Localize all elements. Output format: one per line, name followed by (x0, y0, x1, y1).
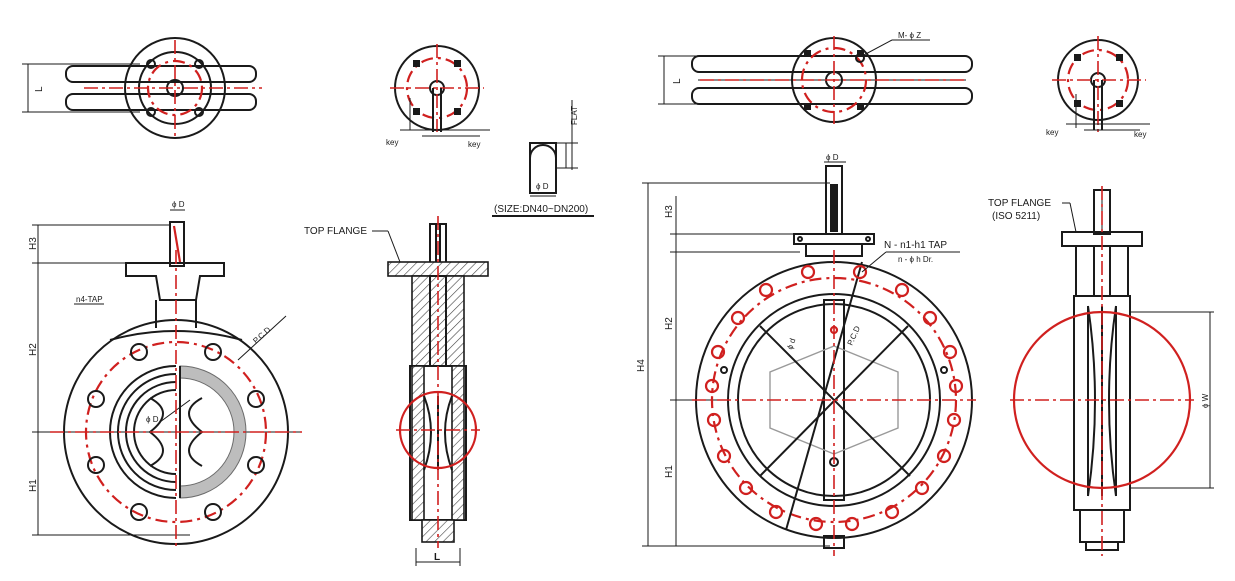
pcd-label-a: P.C.D (251, 325, 272, 345)
top-flange-label-right-2: (ISO 5211) (992, 211, 1040, 222)
key-label-3: key (1046, 128, 1058, 137)
tap-label-small: n4-TAP (76, 295, 103, 304)
phi-w-label: ϕ W (1201, 393, 1210, 408)
dim-H4-b: H4 (636, 359, 647, 372)
dim-H2-a: H2 (28, 343, 39, 356)
dim-L-3: L (672, 78, 683, 84)
side-view-middle: TOP FLANGE L (304, 216, 489, 566)
dia-label-a: ϕ D (172, 200, 185, 209)
key-label-1: key (386, 138, 398, 147)
dim-H2-b: H2 (664, 317, 675, 330)
shaft-key-view-left: key key (386, 44, 490, 149)
shaft-key-view-right: key key (1046, 36, 1150, 139)
m-phi-z-label: M- ϕ Z (898, 31, 921, 40)
dia-label-b: ϕ D (826, 153, 839, 162)
flat-detail: FLAT ϕ D (SIZE:DN40~DN200) (492, 100, 594, 217)
dia-inner-label-b: ϕ d (785, 337, 797, 350)
tap-callout-1: N - n1-h1 TAP (884, 240, 947, 251)
tap-callout-2: n - ϕ h Dr. (898, 255, 933, 264)
top-flange-label-mid: TOP FLANGE (304, 226, 367, 237)
top-flange-label-right-1: TOP FLANGE (988, 198, 1051, 209)
top-view-left: L (22, 37, 262, 139)
key-label-4: key (1134, 130, 1146, 139)
dim-L-1: L (34, 86, 45, 92)
flat-label: FLAT (570, 106, 579, 125)
tapped-holes (704, 264, 964, 532)
dim-H1-b: H1 (664, 465, 675, 478)
pcd-label-b: P.C.D (846, 324, 863, 346)
dim-H3-b: H3 (664, 205, 675, 218)
dim-L-2: L (434, 552, 440, 563)
dim-H1-a: H1 (28, 479, 39, 492)
front-view-right: H3 H2 H1 H4 ϕ D ϕ d P.C.D (636, 153, 976, 556)
dia-inner-label-a: ϕ D (146, 415, 159, 424)
size-range-label: (SIZE:DN40~DN200) (494, 204, 588, 215)
key-label-2: key (468, 140, 480, 149)
front-view-left: H3 H2 H1 n4-TAP ϕ D P.C.D (28, 200, 302, 548)
dim-H3-a: H3 (28, 237, 39, 250)
side-view-right: TOP FLANGE (ISO 5211) ϕ W (988, 186, 1214, 556)
flat-dia-label: ϕ D (536, 182, 549, 191)
top-view-right: L M- ϕ Z (658, 31, 973, 124)
